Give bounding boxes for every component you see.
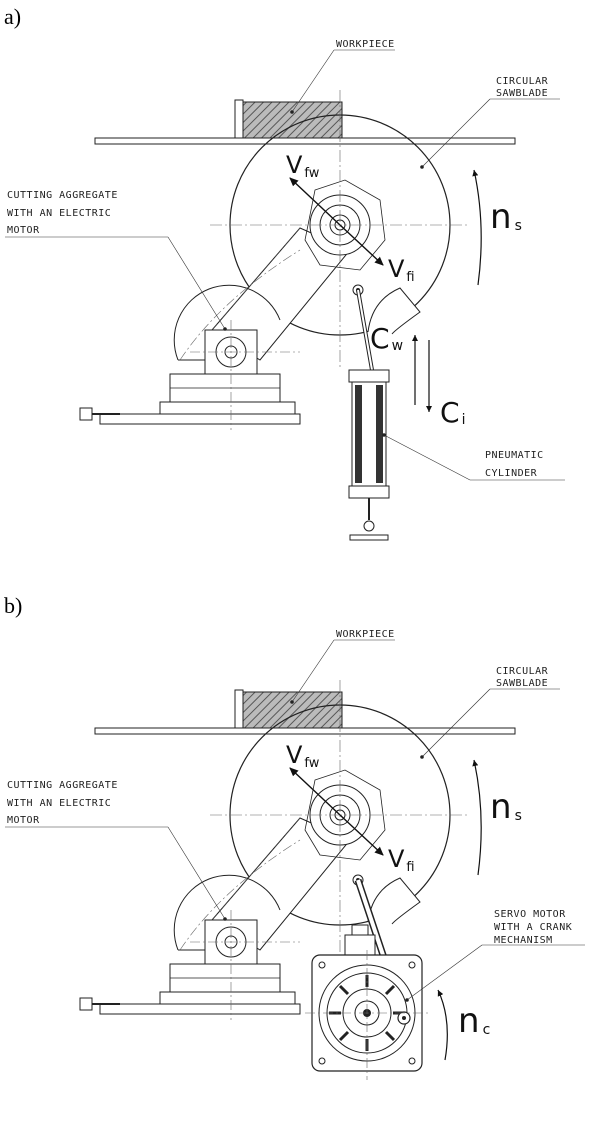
workpiece-leader-a — [291, 49, 335, 113]
panel-b: WORKPIECE CIRCULAR SAWBLADE CUTTING AGGR… — [5, 629, 585, 1080]
cylinder-leader-a — [383, 434, 471, 481]
sawblade-label-b-line1: CIRCULAR — [496, 666, 549, 677]
vfw-arrow — [289, 177, 341, 226]
aggregate-label-a-line3: MOTOR — [7, 225, 40, 236]
vfi-arrow-b — [339, 814, 384, 856]
servo-label-b-line3: MECHANISM — [494, 935, 553, 946]
servo-motor — [305, 924, 430, 1080]
panel-a-letter: a) — [4, 4, 22, 29]
servo-label-b-line1: SERVO MOTOR — [494, 909, 566, 920]
servo-leader-b — [406, 944, 483, 1001]
sawblade-leader-a — [421, 98, 491, 168]
workpiece-label-b: WORKPIECE — [336, 629, 395, 640]
aggregate-label-a-line2: WITH AN ELECTRIC — [7, 208, 111, 219]
sawblade-label-a-line2: SAWBLADE — [496, 88, 548, 99]
sawblade-leader-b — [421, 688, 491, 758]
aggregate-label-b-line3: MOTOR — [7, 815, 40, 826]
ns-rotation-arrow — [472, 169, 482, 286]
nc-rotation-arrow — [437, 989, 448, 1061]
aggregate-label-b-line2: WITH AN ELECTRIC — [7, 798, 111, 809]
aggregate-label-b-line1: CUTTING AGGREGATE — [7, 780, 118, 791]
workpiece-leader-b — [291, 639, 335, 703]
saw-assembly-a — [79, 89, 516, 431]
cylinder-label-a-line2: CYLINDER — [485, 468, 538, 479]
vfw-arrow-b — [289, 767, 341, 816]
workpiece-label-a: WORKPIECE — [336, 39, 395, 50]
panel-a: WORKPIECE CIRCULAR SAWBLADE CUTTING AGGR… — [5, 39, 565, 541]
sawblade-label-a-line1: CIRCULAR — [496, 76, 549, 87]
sawblade-label-b-line2: SAWBLADE — [496, 678, 548, 689]
vfi-arrow — [339, 224, 384, 266]
pneumatic-cylinder — [348, 289, 390, 541]
cylinder-label-a-line1: PNEUMATIC — [485, 450, 544, 461]
aggregate-label-a-line1: CUTTING AGGREGATE — [7, 190, 118, 201]
servo-label-b-line2: WITH A CRANK — [494, 922, 572, 933]
panel-b-letter: b) — [4, 593, 23, 618]
ns-rotation-arrow-b — [472, 759, 482, 876]
